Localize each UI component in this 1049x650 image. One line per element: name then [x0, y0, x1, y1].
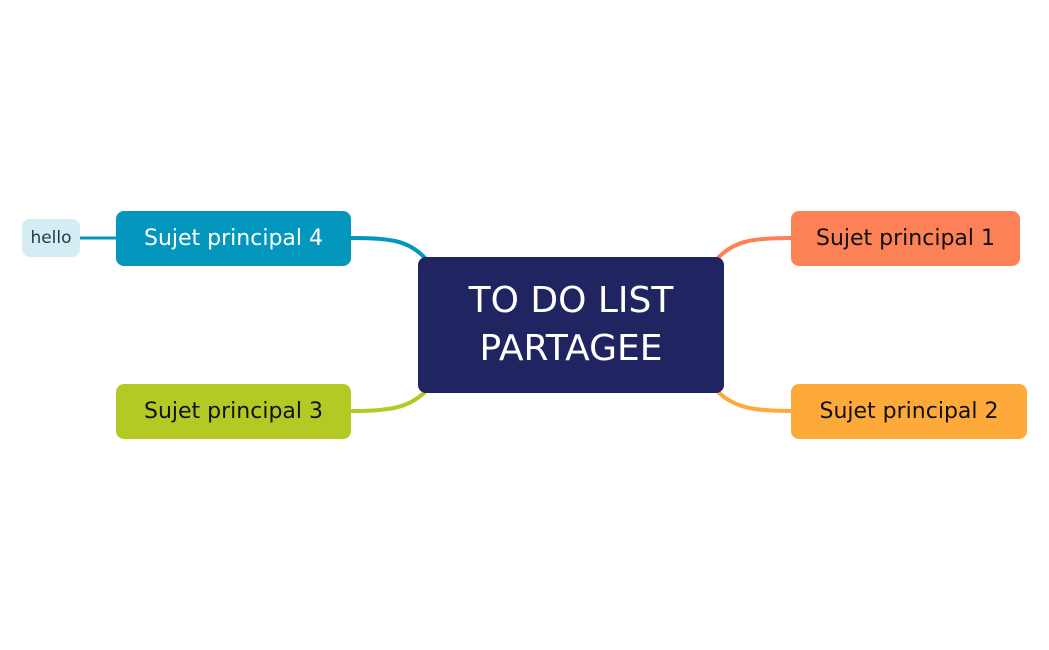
main-topic-4-label: Sujet principal 4: [144, 226, 323, 251]
main-topic-3-label: Sujet principal 3: [144, 399, 323, 424]
central-topic[interactable]: TO DO LIST PARTAGEE: [418, 257, 724, 393]
main-topic-2-label: Sujet principal 2: [819, 399, 999, 424]
connector-topic-2: [716, 390, 794, 413]
main-topic-1-label: Sujet principal 1: [816, 226, 995, 251]
connector-topic-3: [348, 390, 427, 413]
central-topic-line-1: TO DO LIST: [468, 280, 674, 321]
main-topic-1[interactable]: Sujet principal 1: [791, 211, 1020, 266]
subtopic-hello[interactable]: hello: [22, 219, 80, 257]
main-topic-2[interactable]: Sujet principal 2: [791, 384, 1027, 439]
main-topic-4[interactable]: Sujet principal 4: [116, 211, 351, 266]
connector-topic-4: [348, 236, 427, 260]
main-topic-3[interactable]: Sujet principal 3: [116, 384, 351, 439]
subtopic-hello-label: hello: [30, 228, 72, 248]
central-topic-line-2: PARTAGEE: [479, 328, 663, 369]
connector-topic-1: [716, 236, 794, 260]
